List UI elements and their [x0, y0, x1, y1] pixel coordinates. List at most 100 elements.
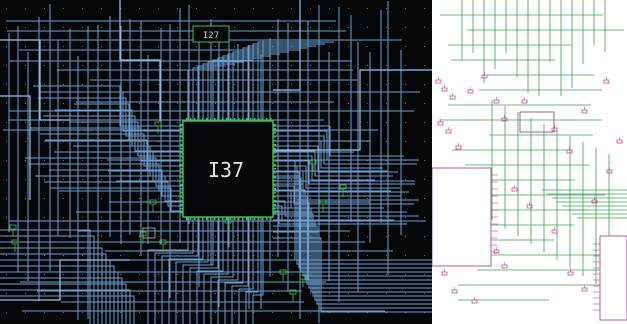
chip-pin: [180, 188, 183, 190]
trace: [202, 63, 235, 121]
chip-pin: [258, 118, 260, 121]
grid-dot: [177, 46, 178, 47]
grid-dot: [44, 8, 45, 9]
grid-dot: [101, 46, 102, 47]
trace: [147, 217, 189, 324]
grid-dot: [63, 27, 64, 28]
grid-dot: [139, 255, 140, 256]
trace: [252, 217, 264, 324]
chip-pin: [226, 118, 228, 121]
grid-dot: [348, 46, 349, 47]
grid-dot: [272, 27, 273, 28]
chip-i27-outline: [192, 25, 230, 43]
pcb-layout-view[interactable]: I27 I37: [0, 0, 432, 324]
grid-dot: [234, 27, 235, 28]
chip-pin: [180, 204, 183, 206]
grid-dot: [291, 103, 292, 104]
chip-pin: [273, 128, 276, 130]
grid-dot: [44, 84, 45, 85]
grid-dot: [291, 65, 292, 66]
trace: [222, 55, 271, 121]
grid-dot: [310, 84, 311, 85]
trace: [273, 185, 414, 205]
chip-pin: [238, 217, 240, 220]
ic-block: [519, 111, 555, 133]
grid-dot: [386, 103, 387, 104]
grid-dot: [386, 27, 387, 28]
schematic-components: [435, 72, 623, 311]
grid-dot: [25, 65, 26, 66]
grid-dot: [215, 46, 216, 47]
chip-pin: [273, 136, 276, 138]
chip-i37-pins: [180, 118, 276, 220]
chip-i27-label: I27: [203, 31, 219, 41]
grid-dot: [348, 27, 349, 28]
component-symbol: [551, 229, 558, 234]
grid-dot: [44, 103, 45, 104]
grid-dot: [386, 198, 387, 199]
chip-pin: [266, 217, 268, 220]
chip-pin: [180, 208, 183, 210]
grid-dot: [25, 141, 26, 142]
schematic-view[interactable]: [432, 0, 627, 324]
chip-pin: [273, 132, 276, 134]
grid-dot: [6, 274, 7, 275]
grid-dot: [177, 198, 178, 199]
highlight-trace: [0, 95, 31, 200]
grid-dot: [63, 122, 64, 123]
trace: [232, 51, 289, 121]
schematic-blocks: [432, 111, 627, 321]
trace: [40, 133, 183, 167]
grid-dot: [82, 84, 83, 85]
layout-canvas[interactable]: I27 I37: [0, 0, 432, 324]
schematic-canvas[interactable]: [432, 0, 627, 324]
trace: [29, 163, 183, 192]
grid-dot: [63, 65, 64, 66]
trace: [273, 170, 409, 193]
grid-dot: [82, 46, 83, 47]
grid-dot: [25, 103, 26, 104]
trace: [224, 217, 244, 324]
grid-dot: [405, 46, 406, 47]
grid-dot: [348, 236, 349, 237]
component-symbol: [455, 145, 462, 150]
chip-pin: [180, 212, 183, 214]
chip-pin: [273, 184, 276, 186]
chip-pin: [180, 148, 183, 150]
chip-i37[interactable]: I37: [180, 118, 276, 220]
grid-dot: [329, 293, 330, 294]
chip-pin: [210, 118, 212, 121]
grid-dot: [25, 84, 26, 85]
trace: [217, 217, 239, 324]
chip-pin: [180, 200, 183, 202]
component-symbol: [606, 169, 613, 174]
grid-dot: [120, 312, 121, 313]
chip-pin: [180, 164, 183, 166]
chip-pin: [273, 188, 276, 190]
grid-dot: [139, 27, 140, 28]
grid-dot: [139, 103, 140, 104]
grid-dot: [424, 217, 425, 218]
highlight-trace: [273, 69, 432, 151]
chip-i27[interactable]: I27: [192, 25, 230, 43]
grid-dot: [424, 46, 425, 47]
grid-dot: [386, 217, 387, 218]
trace: [273, 205, 394, 221]
trace: [203, 217, 229, 324]
trace: [187, 69, 208, 121]
grid-dot: [386, 293, 387, 294]
component-symbol: [501, 264, 508, 269]
grid-dot: [63, 160, 64, 161]
grid-dot: [177, 65, 178, 66]
grid-dot: [291, 293, 292, 294]
grid-dot: [196, 103, 197, 104]
chip-i37-label: I37: [208, 158, 244, 182]
trace: [54, 151, 183, 182]
trace: [247, 45, 316, 121]
highlight-trace: [119, 0, 161, 121]
chip-pin: [198, 118, 200, 121]
trace: [212, 59, 253, 121]
grid-dot: [101, 217, 102, 218]
grid-dot: [44, 27, 45, 28]
trace: [237, 49, 298, 121]
